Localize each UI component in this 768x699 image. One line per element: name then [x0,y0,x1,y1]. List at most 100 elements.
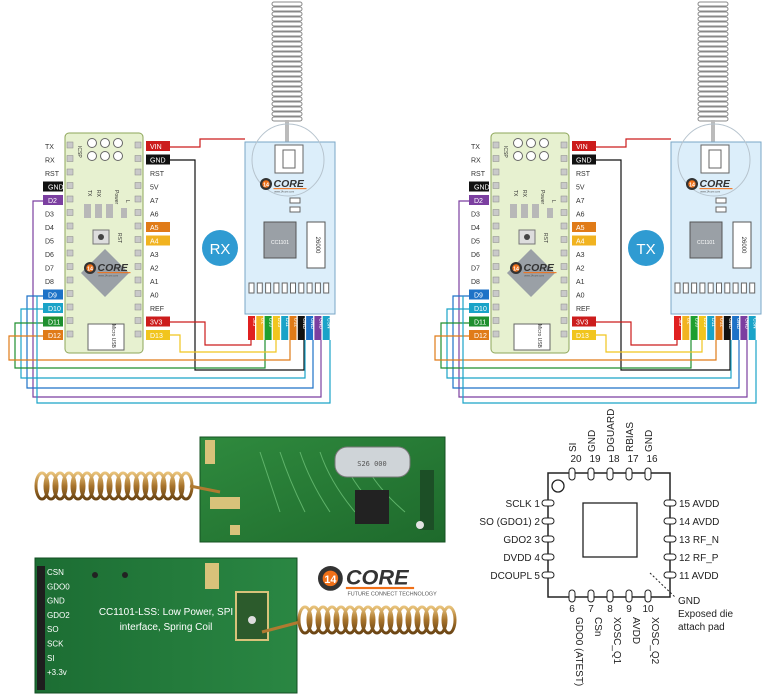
tx-antenna [697,1,729,160]
header-slot [306,282,313,294]
pinout-label-13: 13 RF_N [679,535,719,546]
crystal-label: 26000 [314,237,320,254]
logo-text: CORE [274,178,305,190]
nano-pin-pad [66,303,74,311]
nano-pin-pad [134,141,142,149]
pin-label-3v3: 3V3 [576,320,589,327]
pin-tag-vin [146,141,170,151]
header-tag [314,316,322,340]
pin-label-a6: A6 [150,212,159,219]
coil-turn [43,471,59,501]
header-slot [732,282,739,294]
pin-stub [663,517,677,525]
pin-stub [663,553,677,561]
header-slot [314,282,321,294]
coil-turn [271,46,303,52]
smd-component [289,197,301,204]
tx-badge-label: TX [636,241,655,258]
pin-label-vin: VIN [150,144,162,151]
coil-turn [441,605,457,635]
header-label: D10 [268,318,274,327]
antenna-pad-bottom [205,563,219,589]
nano-pin-pad [134,236,142,243]
module-pin-label: CSN [47,568,64,577]
header-label: 3v3 [677,318,683,326]
header-label: GND [301,318,307,330]
coil-turn [306,605,322,635]
coil-turn [271,21,303,27]
coil-turn [151,471,167,501]
wire-vin [170,138,245,148]
header-slot [248,282,255,294]
nano-pin-pad [560,303,568,311]
header-slot [740,282,747,294]
spring-coil-right [261,605,457,635]
pin-label-rst: RST [576,171,591,178]
coil-turn [115,471,131,501]
pin-tag-d13 [146,330,170,340]
coil-turn [271,76,303,82]
pin-label-tx: TX [45,144,54,151]
coil-turn [324,605,340,635]
wire-d2 [32,200,322,398]
header-tag [306,316,314,340]
antenna-pad [700,144,730,174]
nano-pin-pad [66,222,74,230]
nano-pin-pad [560,249,568,257]
coil-turn [271,6,303,12]
logo-text: CORE [98,262,129,274]
pin-label-d5: D5 [45,239,54,246]
coil-turn [697,101,729,107]
header-slot [691,282,698,294]
header-tag [272,316,280,340]
header-slot [281,282,288,294]
coil-turn [697,51,729,57]
smd-component [715,197,727,204]
pinout-num-19: 19 [589,454,601,465]
pinout-num-18: 18 [608,454,620,465]
pin-label-a4: A4 [150,239,159,246]
pin-stub [644,467,652,481]
led-label: RX [95,190,101,198]
logo-tagline: www.14core.com [274,189,294,193]
header-slot [707,282,714,294]
pinout-name-7: CSn [592,617,603,636]
logo-gear-inner [322,570,339,587]
wire-d13 [596,334,703,353]
pin-label-a0: A0 [576,293,585,300]
pinout-name-17: RBIAS [625,422,636,452]
pin-label-d8: D8 [45,279,54,286]
pin-tag-d2 [43,195,63,205]
coil-turn [106,471,122,501]
coil-turn [378,605,394,635]
header-label: GND [317,318,323,330]
wire-3v3 [170,321,252,346]
nano-pin-pad [66,330,74,338]
pin-tag-vin [572,141,596,151]
module-pin-label: SI [47,654,55,663]
icsp-pin [87,151,97,161]
pin-label-a0: A0 [150,293,159,300]
nano-pin-pad [492,195,500,203]
pin-tag-gnd [43,181,63,192]
header-label: D2 [685,318,691,325]
wire-d9 [26,295,314,389]
pin-pad [230,525,240,535]
header-slot [265,282,272,294]
nano-pin-pad [560,168,568,176]
pin-stub [541,535,555,543]
pin-stub [587,467,595,481]
pin-tag-d11 [43,316,63,327]
coil-turn [342,605,358,635]
rx-badge-circle [202,230,238,266]
nano-pin-pad [66,317,74,324]
pin-stub [663,499,677,507]
reset-button-cap [524,234,530,240]
coil-turn [297,605,313,635]
cc1101-ic [355,490,389,524]
pin-tag-a5 [572,222,596,232]
coil-turn [271,56,303,62]
